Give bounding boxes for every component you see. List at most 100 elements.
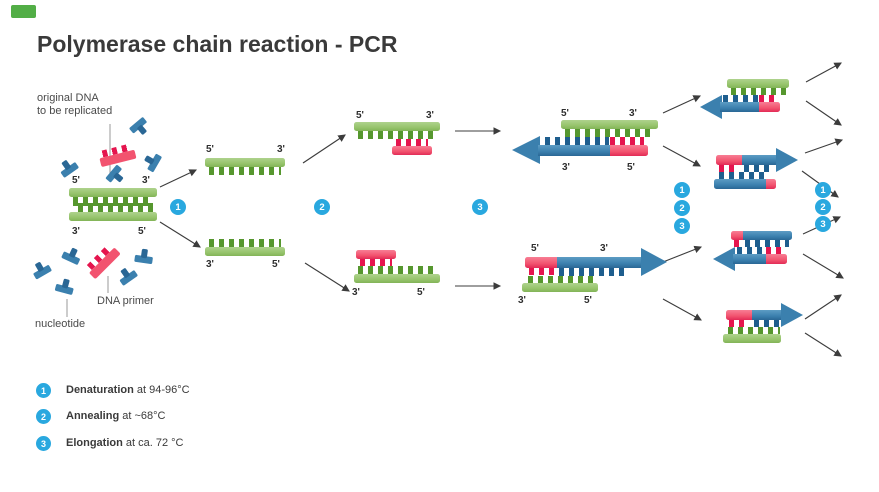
strand-bar <box>69 212 157 221</box>
new-strand-bar <box>743 231 792 240</box>
end-5-label: 5' <box>72 175 80 186</box>
new-strand-bar <box>733 254 766 264</box>
new-strand-teeth <box>545 137 609 145</box>
new-strand-bar <box>752 310 781 320</box>
primer-teeth <box>766 247 786 254</box>
end-3-label: 3' <box>142 175 150 186</box>
primer-bar <box>356 250 396 259</box>
strand-teeth <box>358 266 436 274</box>
step-2-badge: 2 <box>815 199 831 215</box>
primer-bar <box>610 145 648 156</box>
legend-step-1-detail: at 94-96°C <box>133 384 190 396</box>
end-3-label: 3' <box>352 287 360 298</box>
primer-bar <box>759 102 780 112</box>
strand-teeth <box>728 327 780 334</box>
end-3-label: 3' <box>426 110 434 121</box>
strand-bar <box>205 158 285 167</box>
primer-bar <box>392 146 432 155</box>
new-strand-teeth <box>559 268 629 276</box>
legend-step-3-detail: at ca. 72 °C <box>122 437 184 449</box>
new-strand-teeth <box>719 172 765 179</box>
legend-step-3-badge: 3 <box>36 436 51 451</box>
end-5-label: 5' <box>356 110 364 121</box>
new-strand-teeth <box>754 320 780 327</box>
polymerase-arrowhead-right <box>776 148 798 172</box>
step-2-badge: 2 <box>674 200 690 216</box>
end-5-label: 5' <box>272 259 280 270</box>
polymerase-arrowhead-left <box>512 136 540 164</box>
strand-teeth <box>528 276 594 283</box>
strand-bar <box>354 274 440 283</box>
legend-row-annealing: Annealing at ~68°C <box>66 410 165 422</box>
legend-row-elongation: Elongation at ca. 72 °C <box>66 437 183 449</box>
primer-teeth <box>734 240 744 247</box>
primer-teeth <box>396 139 428 146</box>
polymerase-arrowhead-left <box>713 247 735 271</box>
new-strand-bar <box>557 257 641 268</box>
new-strand-teeth <box>745 240 789 247</box>
primer-teeth <box>719 165 739 172</box>
strand-teeth <box>358 131 436 139</box>
end-5-label: 5' <box>531 243 539 254</box>
legend-step-3-name: Elongation <box>66 437 123 449</box>
strand-bar <box>205 247 285 256</box>
page-title: Polymerase chain reaction - PCR <box>37 31 398 57</box>
step-1-badge: 1 <box>815 182 831 198</box>
end-5-label: 5' <box>584 295 592 306</box>
strand-bar <box>727 79 789 88</box>
step-3-badge: 3 <box>815 216 831 232</box>
strand-teeth <box>73 197 153 206</box>
new-strand-teeth <box>744 165 772 172</box>
step-3-badge: 3 <box>472 199 488 215</box>
strand-bar <box>723 334 781 343</box>
step-3-badge: 3 <box>674 218 690 234</box>
end-3-label: 3' <box>600 243 608 254</box>
primer-bar <box>726 310 752 320</box>
strand-teeth <box>78 203 153 212</box>
strand-teeth <box>209 239 281 247</box>
original-dna-label-line1: original DNA <box>37 92 99 104</box>
strand-bar <box>69 188 157 197</box>
new-strand-teeth <box>737 247 766 254</box>
primer-teeth <box>529 268 555 275</box>
original-dna-label-line2: to be replicated <box>37 105 113 117</box>
strand-bar <box>561 120 658 129</box>
new-strand-bar <box>720 102 759 112</box>
legend-row-denaturation: Denaturation at 94-96°C <box>66 384 190 396</box>
legend-step-2-name: Annealing <box>66 410 120 422</box>
nucleotide-label: nucleotide <box>35 318 86 330</box>
primer-bar <box>525 257 557 268</box>
primer-bar <box>716 155 742 165</box>
primer-bar <box>766 179 776 189</box>
end-5-label: 5' <box>206 144 214 155</box>
strand-teeth <box>565 129 654 137</box>
polymerase-arrowhead-right <box>781 303 803 327</box>
primer-bar <box>766 254 787 264</box>
primer-teeth <box>360 259 392 266</box>
primer-teeth <box>759 95 779 102</box>
end-5-label: 5' <box>138 226 146 237</box>
legend-step-1-badge: 1 <box>36 383 51 398</box>
step-2-badge: 2 <box>314 199 330 215</box>
dna-primer-label: DNA primer <box>97 295 154 307</box>
corner-mark <box>11 5 36 18</box>
primer-teeth <box>610 137 644 145</box>
end-3-label: 3' <box>72 226 80 237</box>
end-3-label: 3' <box>562 162 570 173</box>
nucleotide-icon <box>134 248 154 265</box>
primer-bar <box>731 231 743 240</box>
legend-step-1-name: Denaturation <box>66 384 134 396</box>
polymerase-arrowhead-left <box>700 95 722 119</box>
original-dna-label: original DNA to be replicated <box>37 92 112 118</box>
end-5-label: 5' <box>417 287 425 298</box>
end-3-label: 3' <box>518 295 526 306</box>
new-strand-bar <box>742 155 776 165</box>
end-3-label: 3' <box>277 144 285 155</box>
strand-bar <box>354 122 440 131</box>
polymerase-arrowhead-right <box>641 248 667 276</box>
new-strand-bar <box>538 145 610 156</box>
end-3-label: 3' <box>629 108 637 119</box>
step-1-badge: 1 <box>170 199 186 215</box>
new-strand-bar <box>714 179 766 189</box>
